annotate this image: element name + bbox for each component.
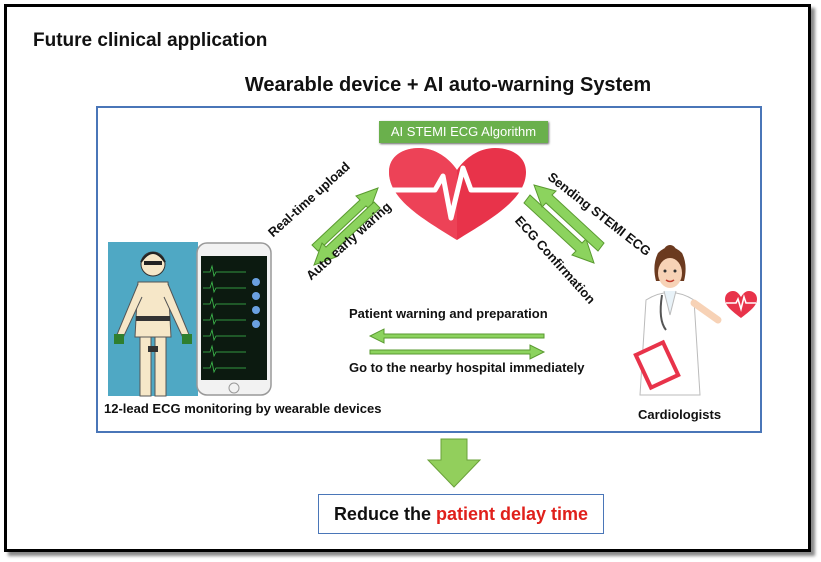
algorithm-label: AI STEMI ECG Algorithm	[379, 121, 548, 143]
confirmation-arrow	[533, 184, 605, 252]
right-arrows	[523, 184, 605, 264]
doctor-icon	[633, 245, 722, 396]
wearable-caption: 12-lead ECG monitoring by wearable devic…	[104, 401, 382, 416]
warning-arrow	[313, 201, 381, 266]
figure-title: Future clinical application	[33, 30, 268, 51]
system-box	[96, 106, 762, 433]
result-box: Reduce the patient delay time	[318, 494, 604, 534]
heart-ecg-icon	[384, 148, 531, 240]
upload-arrow	[311, 187, 379, 252]
cardiologists-caption: Cardiologists	[638, 407, 722, 422]
result-highlight-patient: patient	[435, 504, 495, 524]
wearable-person-icon	[108, 242, 198, 397]
small-heart-icon	[725, 291, 757, 318]
result-prefix: Reduce the	[333, 504, 431, 524]
patient-warning-label: Patient warning and preparation	[349, 306, 548, 321]
smartphone-ecg-icon	[196, 242, 272, 396]
system-heading: Wearable device + AI auto-warning System	[244, 74, 652, 96]
left-arrows	[311, 187, 381, 266]
result-highlight-delay: delay time	[500, 504, 589, 524]
down-arrow-icon	[426, 438, 482, 488]
sending-arrow	[523, 194, 595, 264]
go-hospital-label: Go to the nearby hospital immediately	[349, 360, 585, 375]
horizontal-arrows	[368, 328, 546, 360]
